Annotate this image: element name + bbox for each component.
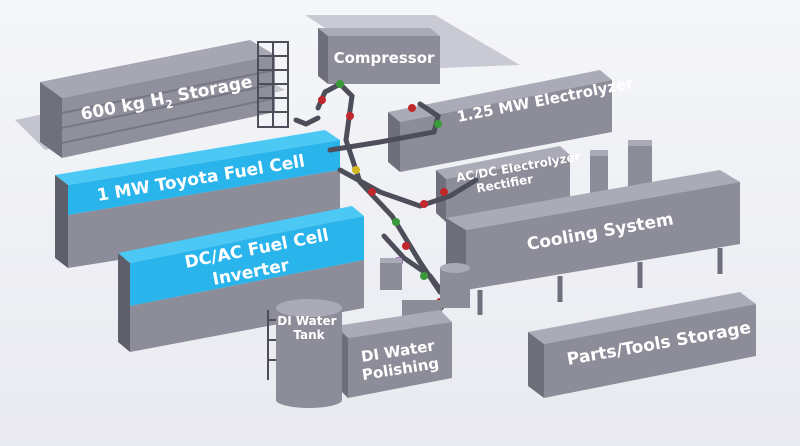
compressor-label: Compressor (334, 49, 435, 67)
piping-network (293, 80, 479, 321)
ladder-rack (257, 41, 289, 128)
inverter-block: DC/AC Fuel Cell Inverter (118, 206, 364, 352)
di-tank-label: DI Water Tank (277, 314, 341, 342)
di-water-tank: DI Water Tank (267, 299, 342, 408)
di-polishing-block: DI Water Polishing (336, 310, 452, 398)
cooling-system-block: Cooling System (446, 170, 740, 315)
parts-storage-block: Parts/Tools Storage (528, 292, 756, 398)
rectifier-block: AC/DC Electrolyzer Rectifier (436, 146, 582, 222)
compressor-block: Compressor (318, 28, 440, 84)
fuel-cell-block: 1 MW Toyota Fuel Cell (55, 130, 340, 268)
electrolyzer-block: 1.25 MW Electrolyzer (388, 70, 636, 172)
hydrogen-storage: 600 kg H2 Storage (40, 40, 276, 158)
cooling-fan-unit-left (590, 150, 608, 194)
